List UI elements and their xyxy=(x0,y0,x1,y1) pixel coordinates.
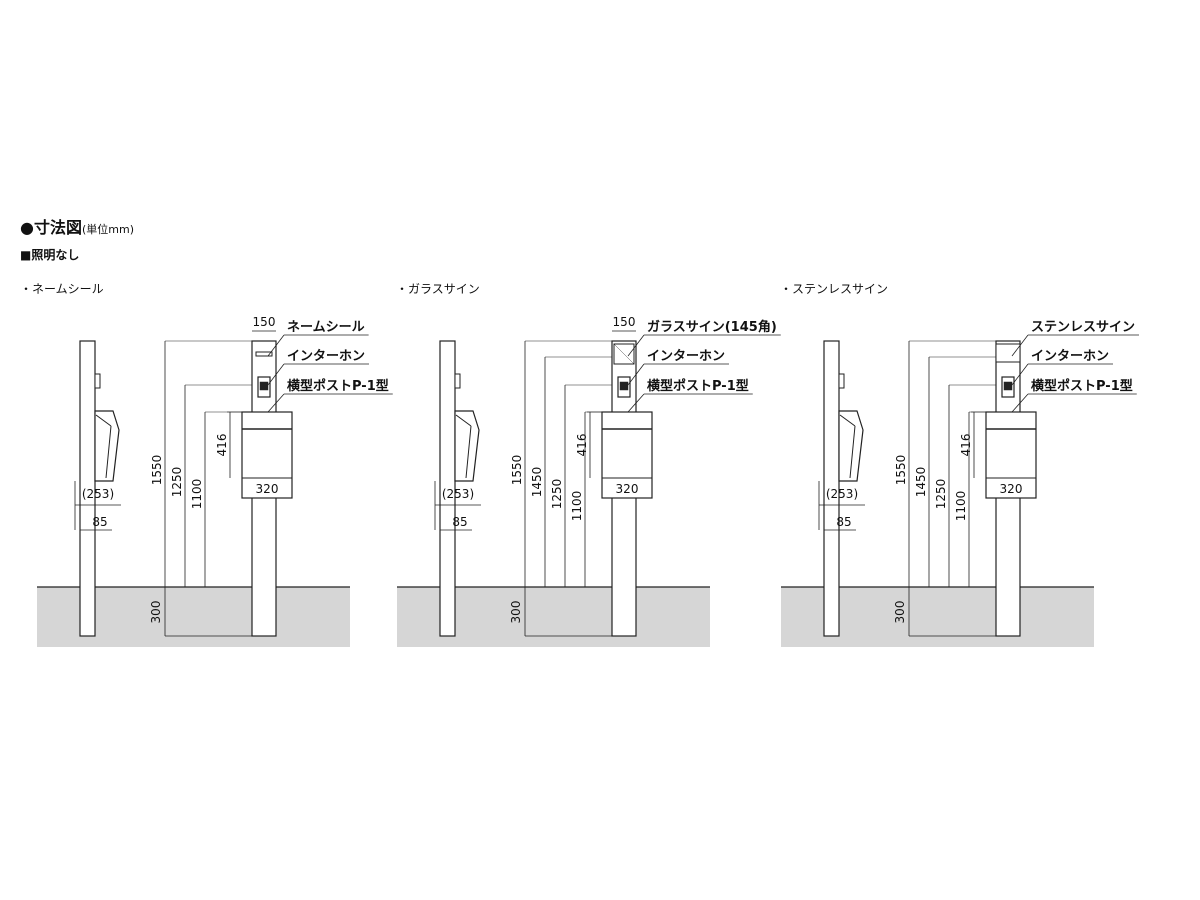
post-height-label: 416 xyxy=(959,434,973,457)
side-pillar xyxy=(79,340,96,637)
top-width-label: 150 xyxy=(253,315,276,329)
side-mailbox-lid xyxy=(839,414,856,427)
sign-callout-label: ステンレスサイン xyxy=(1031,320,1135,335)
side-intercom xyxy=(838,373,845,389)
intercom-speaker xyxy=(619,381,629,391)
side-intercom xyxy=(94,373,101,389)
height-label-1100: 1100 xyxy=(570,491,584,522)
intercom-callout-leader xyxy=(1011,363,1029,386)
post-callout-leader xyxy=(627,393,645,413)
intercom-callout-label: インターホン xyxy=(287,349,365,364)
side-intercom xyxy=(454,373,461,389)
height-label-1250: 1250 xyxy=(550,479,564,510)
side-mailbox xyxy=(94,410,120,482)
subheading-no-lighting: ■照明なし xyxy=(20,248,80,262)
front-mailbox xyxy=(241,411,293,499)
height-label-1450: 1450 xyxy=(530,467,544,498)
clearance-label: 85 xyxy=(92,515,107,529)
height-label-1250: 1250 xyxy=(934,479,948,510)
side-pillar xyxy=(439,340,456,637)
post-callout-label: 横型ポストP-1型 xyxy=(647,378,749,394)
height-label-1100: 1100 xyxy=(190,479,204,510)
post-height-label: 416 xyxy=(575,434,589,457)
side-mailbox-face xyxy=(465,425,472,479)
title-bullet: ● xyxy=(20,218,34,237)
intercom-callout-leader xyxy=(627,363,645,386)
sign-callout-label: ガラスサイン(145角) xyxy=(647,319,777,335)
height-label-1250: 1250 xyxy=(170,467,184,498)
post-depth-label: (253) xyxy=(442,487,474,501)
post-depth-label: (253) xyxy=(826,487,858,501)
intercom-callout-leader xyxy=(267,363,285,386)
side-mailbox xyxy=(454,410,480,482)
burial-label: 300 xyxy=(149,601,163,624)
post-width-label: 320 xyxy=(1000,482,1023,496)
clearance-label: 85 xyxy=(836,515,851,529)
height-label-1550: 1550 xyxy=(894,455,908,486)
side-mailbox-face xyxy=(849,425,856,479)
intercom-speaker xyxy=(259,381,269,391)
post-callout-leader xyxy=(267,393,285,413)
post-height-label: 416 xyxy=(215,434,229,457)
height-label-1100: 1100 xyxy=(954,491,968,522)
height-label-1550: 1550 xyxy=(510,455,524,486)
post-width-label: 320 xyxy=(256,482,279,496)
front-mailbox xyxy=(985,411,1037,499)
sign-callout-leader xyxy=(267,334,285,357)
side-pillar xyxy=(823,340,840,637)
post-width-label: 320 xyxy=(616,482,639,496)
post-callout-label: 横型ポストP-1型 xyxy=(1031,378,1133,394)
intercom-callout-label: インターホン xyxy=(647,349,725,364)
height-label-1450: 1450 xyxy=(914,467,928,498)
glass-sign-hatch xyxy=(613,343,635,365)
diagram-title: ●寸法図(単位mm) xyxy=(20,214,134,238)
sign-callout-leader xyxy=(1011,334,1029,357)
front-mailbox xyxy=(601,411,653,499)
side-mailbox-face xyxy=(105,425,112,479)
title-text: 寸法図 xyxy=(33,218,82,237)
side-mailbox-lid xyxy=(455,414,472,427)
post-depth-label: (253) xyxy=(82,487,114,501)
height-label-1550: 1550 xyxy=(150,455,164,486)
post-callout-label: 横型ポストP-1型 xyxy=(287,378,389,394)
intercom-callout-label: インターホン xyxy=(1031,349,1109,364)
stainless-sign-plate xyxy=(995,343,1021,363)
burial-label: 300 xyxy=(509,601,523,624)
variant-caption-stainless-sign: ・ステンレスサイン xyxy=(780,282,889,296)
clearance-label: 85 xyxy=(452,515,467,529)
name-seal-plate xyxy=(255,351,273,357)
side-mailbox-lid xyxy=(95,414,112,427)
sign-callout-leader xyxy=(627,334,645,357)
burial-label: 300 xyxy=(893,601,907,624)
variant-caption-name-seal: ・ネームシール xyxy=(20,282,104,296)
sign-callout-label: ネームシール xyxy=(287,320,365,335)
unit-note: (単位mm) xyxy=(81,223,134,236)
top-width-label: 150 xyxy=(613,315,636,329)
variant-caption-glass-sign: ・ガラスサイン xyxy=(396,282,480,296)
post-callout-leader xyxy=(1011,393,1029,413)
intercom-speaker xyxy=(1003,381,1013,391)
side-mailbox xyxy=(838,410,864,482)
